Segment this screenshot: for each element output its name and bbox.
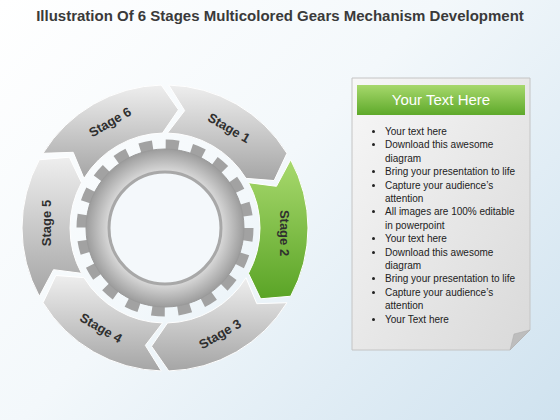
stage-arrow: Stage 6: [42, 84, 180, 180]
arrow-shape: [150, 276, 288, 372]
arrow-outline: [248, 160, 308, 299]
stage-arrow: Stage 5: [21, 156, 83, 298]
stage-label: Stage 5: [39, 200, 54, 246]
bullet-item: Download this awesome diagram: [385, 246, 523, 273]
arrow-outline: [152, 278, 287, 371]
bullet-item: Download this awesome diagram: [385, 138, 523, 165]
stage-arrow: Stage 3: [150, 276, 288, 372]
bullet-item: Your text here: [385, 125, 523, 138]
arrow-outline: [22, 157, 82, 296]
diagram-title: Illustration Of 6 Stages Multicolored Ge…: [0, 7, 560, 24]
gear-body: [86, 149, 244, 307]
bullet-item: Your text here: [385, 232, 523, 245]
card-outline: [352, 78, 530, 350]
gear-teeth: [82, 145, 248, 311]
page-curl: [510, 330, 530, 350]
bullet-item: All images are 100% editable in powerpoi…: [385, 205, 523, 232]
stage-label: Stage 2: [276, 210, 291, 256]
bullet-item: Bring your presentation to life: [385, 165, 523, 178]
arrow-outline: [43, 275, 162, 370]
stage-arrow: Stage 1: [166, 84, 288, 182]
stage-arrow: Stage 2: [247, 158, 309, 300]
bullet-item: Capture your audience’s attention: [385, 179, 523, 206]
gear-hole: [109, 172, 221, 284]
bullet-item: Capture your audience’s attention: [385, 286, 523, 313]
bullet-list: Your text hereDownload this awesome diag…: [372, 125, 523, 326]
text-card: Your Text HereYour text hereDownload thi…: [352, 78, 530, 350]
arrow-outline: [167, 85, 286, 180]
bullet-item: Bring your presentation to life: [385, 272, 523, 285]
stage-arrow: Stage 4: [42, 274, 164, 372]
card-heading: Your Text Here: [357, 85, 525, 115]
arrow-outline: [43, 85, 178, 178]
arrow-shape: [42, 84, 180, 180]
bullet-item: Your Text here: [385, 313, 523, 326]
